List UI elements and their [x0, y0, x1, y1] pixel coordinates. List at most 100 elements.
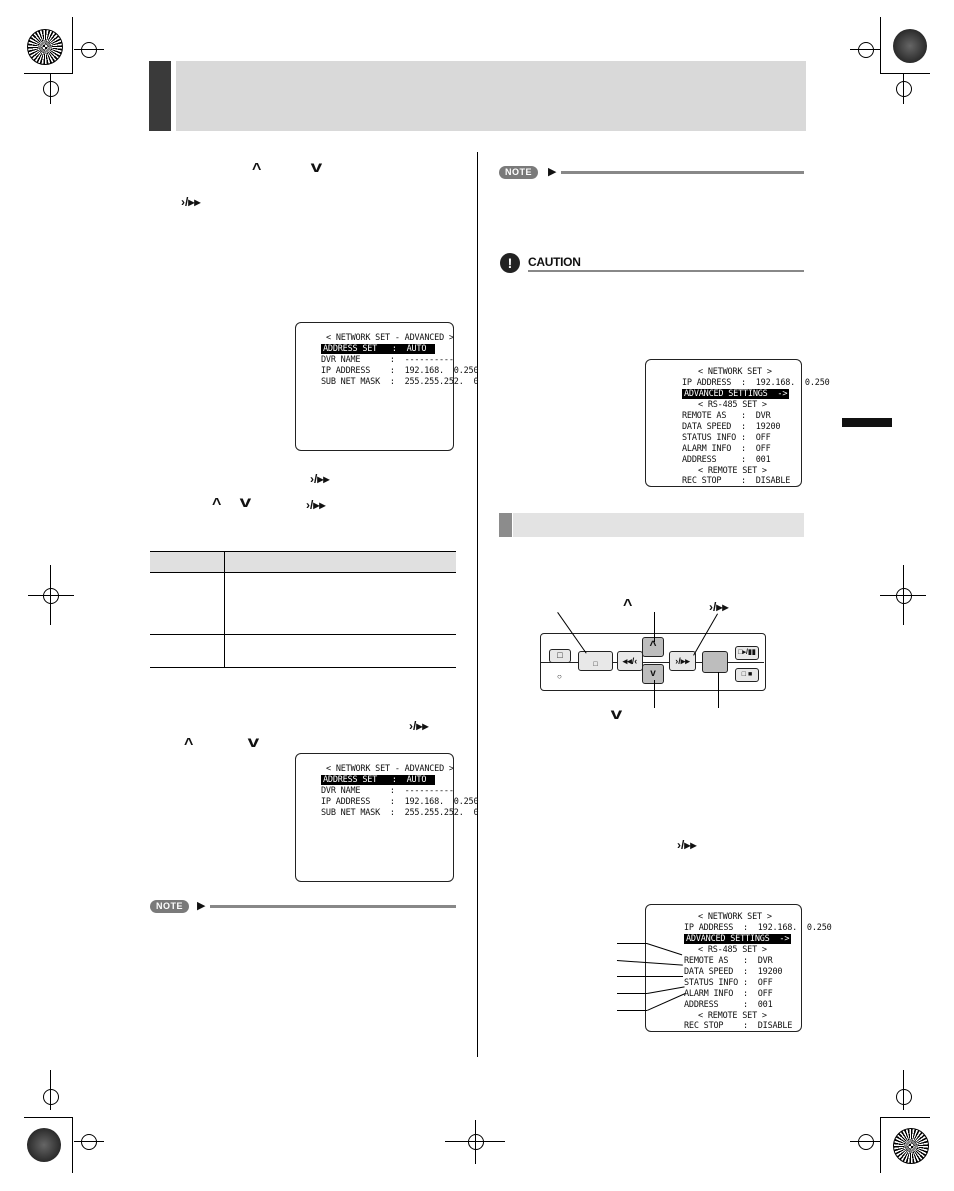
osd-line: STATUS INFO : OFF	[684, 978, 773, 988]
down-arrow-icon: v	[610, 706, 623, 723]
up-arrow-icon: ^	[623, 597, 633, 614]
crop-mark	[475, 1120, 476, 1164]
up-arrow-icon: ^	[184, 736, 194, 753]
note-rule	[561, 171, 804, 174]
header-marker	[149, 61, 171, 131]
osd-line: ALARM INFO : OFF	[682, 444, 771, 454]
osd-line: ADDRESS : 001	[682, 455, 771, 465]
callout-line	[617, 1010, 647, 1011]
registration-target-icon	[43, 1089, 59, 1105]
settings-table	[150, 551, 456, 668]
table-header-cell	[150, 551, 225, 573]
crop-mark	[880, 17, 881, 73]
registration-target-icon	[896, 81, 912, 97]
registration-target-icon	[858, 42, 874, 58]
header-band	[176, 61, 806, 131]
rewind-button[interactable]: ◂◂/‹	[617, 651, 643, 671]
osd-network-advanced-1: < NETWORK SET - ADVANCED > ADDRESS SET :…	[295, 322, 479, 451]
crop-mark	[28, 595, 74, 596]
right-ff-icon: ›/▸▸	[677, 838, 697, 852]
osd-network-set-2: < NETWORK SET > IP ADDRESS : 192.168. 0.…	[645, 904, 832, 1032]
registration-target-icon	[81, 1134, 97, 1150]
osd-line: DVR NAME : ----------	[321, 786, 454, 796]
osd-title: < NETWORK SET >	[698, 367, 772, 377]
osd-section: < REMOTE SET >	[698, 466, 767, 476]
crop-mark	[50, 74, 51, 104]
stop-button[interactable]: □ ■	[735, 668, 759, 682]
down-arrow-icon: v	[310, 159, 323, 176]
note-arrow-icon: ▶	[197, 900, 206, 912]
osd-line: REC STOP : DISABLE	[682, 476, 791, 486]
crop-mark	[880, 595, 926, 596]
registration-disc-icon	[893, 29, 927, 63]
osd-line: IP ADDRESS : 192.168. 0.250	[321, 366, 479, 376]
registration-target-icon	[81, 42, 97, 58]
right-ff-icon: ›/▸▸	[310, 472, 330, 486]
registration-target-icon	[43, 81, 59, 97]
note-badge: NOTE	[150, 900, 190, 913]
crop-mark	[24, 73, 73, 74]
play-pause-button[interactable]: □▸/▮▮	[735, 646, 759, 660]
osd-line: IP ADDRESS : 192.168. 0.250	[321, 797, 479, 807]
down-button[interactable]: v	[642, 664, 664, 684]
osd-line: IP ADDRESS : 192.168. 0.250	[682, 378, 830, 388]
registration-sunburst-icon	[893, 1128, 929, 1164]
callout-line	[617, 976, 683, 977]
callout-line	[654, 612, 655, 642]
right-ff-icon: ›/▸▸	[709, 600, 729, 614]
caution-label: CAUTION	[528, 255, 581, 269]
crop-mark	[903, 1070, 904, 1110]
osd-title: < NETWORK SET - ADVANCED >	[326, 333, 454, 343]
crop-mark	[850, 1141, 880, 1142]
panel-groove	[541, 662, 764, 663]
column-divider	[477, 152, 478, 1057]
osd-line: DVR NAME : ----------	[321, 355, 454, 365]
osd-line: REC STOP : DISABLE	[684, 1021, 793, 1031]
registration-target-icon	[43, 588, 59, 604]
osd-title: < NETWORK SET >	[698, 912, 772, 922]
note-rule	[210, 905, 456, 908]
crop-mark	[903, 74, 904, 104]
crop-mark	[880, 73, 930, 74]
up-button[interactable]: ^	[642, 637, 664, 657]
blank-button[interactable]	[702, 651, 728, 673]
caution-icon: !	[500, 253, 520, 273]
registration-target-icon	[896, 588, 912, 604]
crop-mark	[850, 49, 880, 50]
osd-line: ALARM INFO : OFF	[684, 989, 773, 999]
osd-section: < RS-485 SET >	[698, 945, 767, 955]
osd-line: ADDRESS : 001	[684, 1000, 773, 1010]
osd-line-highlight: ADDRESS SET : AUTO	[321, 775, 435, 785]
registration-target-icon	[896, 1089, 912, 1105]
registration-sunburst-icon	[27, 29, 63, 65]
section-band	[513, 513, 804, 537]
table-cell	[224, 572, 456, 635]
osd-section: < REMOTE SET >	[698, 1011, 767, 1021]
osd-line: REMOTE AS : DVR	[684, 956, 773, 966]
table-cell	[150, 634, 225, 668]
osd-network-advanced-2: < NETWORK SET - ADVANCED > ADDRESS SET :…	[295, 753, 479, 882]
osd-line: DATA SPEED : 19200	[682, 422, 781, 432]
osd-line: SUB NET MASK : 255.255.252. 0	[321, 377, 479, 387]
right-ff-icon: ›/▸▸	[409, 719, 429, 733]
registration-disc-icon	[27, 1128, 61, 1162]
caution-rule	[528, 270, 804, 272]
right-ff-button[interactable]: ›/▸▸	[669, 651, 696, 671]
front-panel-diagram: □ ○ □ ◂◂/‹ ^ v ›/▸▸ □▸/▮▮ □ ■	[540, 633, 766, 691]
crop-mark	[880, 1117, 930, 1118]
crop-mark	[50, 1070, 51, 1110]
right-ff-icon: ›/▸▸	[306, 498, 326, 512]
panel-button-small[interactable]: □	[549, 649, 571, 663]
menu-button[interactable]: □	[578, 651, 613, 671]
section-marker	[499, 513, 512, 537]
osd-line: IP ADDRESS : 192.168. 0.250	[684, 923, 832, 933]
osd-line-highlight: ADVANCED SETTINGS ->	[682, 389, 790, 399]
osd-title: < NETWORK SET - ADVANCED >	[326, 764, 454, 774]
crop-mark	[74, 1141, 104, 1142]
osd-line: STATUS INFO : OFF	[682, 433, 771, 443]
crop-mark	[72, 17, 73, 73]
table-cell	[150, 572, 225, 635]
table-header-cell	[224, 551, 456, 573]
callout-line	[718, 672, 719, 708]
osd-section: < RS-485 SET >	[698, 400, 767, 410]
